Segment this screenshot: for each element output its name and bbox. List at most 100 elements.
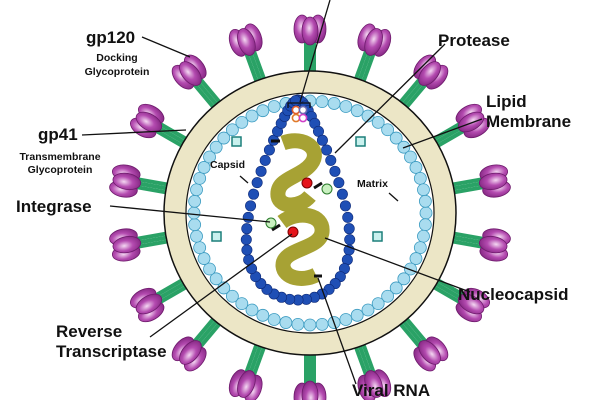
capsid-bead [342, 211, 354, 223]
capsid-bead [333, 177, 345, 189]
gp120-lobe [112, 235, 142, 254]
matrix-bead [409, 252, 423, 265]
capsid-bead [316, 134, 328, 146]
matrix-bead [404, 262, 417, 276]
label-gp120-sub2: Glycoprotein [85, 66, 150, 78]
gp120-head [109, 164, 142, 198]
gp120-head [293, 14, 327, 46]
leader-lipid-membrane [402, 118, 483, 149]
label-gp41-sub2: Glycoprotein [28, 164, 93, 176]
matrix-bead [225, 289, 239, 303]
matrix-bead [197, 161, 211, 174]
matrix-bead [256, 104, 270, 118]
gp120-head [413, 336, 449, 372]
matrix-bead [397, 272, 411, 286]
matrix-bead [418, 194, 432, 208]
matrix-bead [256, 308, 270, 322]
capsid-bead [339, 200, 351, 212]
leader-integrase [109, 205, 271, 223]
matrix-bead [350, 308, 364, 322]
matrix-bead [267, 313, 281, 326]
capsid-bead [336, 188, 348, 200]
gp120-head [455, 287, 490, 323]
gp120-lobe [478, 172, 508, 191]
gp120-lobe [179, 340, 202, 365]
protease-molecule [298, 105, 308, 115]
matrix-bead [413, 241, 427, 255]
matrix-proteins [211, 136, 383, 242]
gp120-head [357, 23, 392, 57]
matrix-bead [217, 131, 231, 145]
capsid-bead [343, 223, 355, 235]
label-integrase: Integrase [16, 197, 92, 216]
matrix-bead [235, 297, 249, 311]
leader-top [299, 0, 331, 103]
label-matrix: Matrix [357, 178, 388, 190]
matrix-bead [188, 194, 202, 208]
matrix-bead [209, 140, 223, 154]
matrix-protein [372, 231, 383, 242]
matrix-bead [187, 206, 201, 220]
integrase-molecule [321, 183, 333, 195]
matrix-bead [303, 318, 317, 332]
glycoprotein-spike [293, 347, 327, 400]
matrix-bead [279, 316, 293, 329]
matrix-bead [193, 241, 207, 255]
capsid-bead [290, 95, 302, 107]
capsid-bead [344, 234, 356, 246]
gp120-lobe [364, 28, 383, 56]
matrix-bead [361, 303, 375, 317]
protease-molecule [298, 113, 308, 123]
viral-rna-strands [270, 133, 330, 286]
gp120-head [478, 164, 511, 198]
gp120-lobe [418, 340, 441, 365]
gp120-head [413, 54, 449, 90]
glycoprotein-spike [444, 164, 511, 198]
matrix-bead [245, 109, 259, 123]
capsid-bead [325, 154, 337, 166]
matrix-bead [225, 123, 239, 137]
glycoprotein-spike [228, 23, 269, 90]
gp120-lobe [135, 111, 163, 133]
matrix-bead [190, 183, 203, 197]
gp120-lobe [364, 370, 383, 398]
matrix-bead [417, 183, 430, 197]
leader-viral-rna [317, 277, 357, 385]
gp120-lobe [301, 16, 319, 46]
gp120-lobe [112, 172, 142, 191]
gp120-head [478, 228, 511, 262]
matrix-bead [193, 171, 207, 185]
matrix-bead [339, 313, 353, 326]
capsid-bead [255, 165, 267, 177]
matrix-bead [381, 123, 395, 137]
capsid-bead [259, 154, 271, 166]
capsid-bead [248, 188, 260, 200]
matrix-protein [211, 231, 222, 242]
matrix-bead [203, 150, 216, 164]
label-gp41: gp41 [38, 125, 78, 144]
label-protease: Protease [438, 31, 510, 50]
matrix-bead [413, 171, 427, 185]
matrix-bead [315, 95, 329, 109]
matrix-bead [350, 104, 364, 118]
rna-strand-1 [270, 133, 322, 213]
rna-tag [271, 223, 281, 232]
matrix-bead [381, 289, 395, 303]
capsid-bead [263, 144, 275, 156]
gp120-head [130, 287, 165, 323]
gp120-lobe [478, 235, 508, 254]
gp120-head [171, 336, 207, 372]
gp120-lobe [457, 293, 485, 315]
matrix-bead [197, 252, 211, 265]
capsid-bead [251, 177, 263, 189]
matrix-bead [190, 229, 203, 243]
label-gp41-sub1: Transmembrane [19, 151, 100, 163]
rna-tag [313, 181, 323, 190]
gp120-lobe [135, 293, 163, 315]
matrix-protein [231, 136, 242, 147]
label-gp120: gp120 [86, 28, 135, 47]
matrix-bead [188, 218, 202, 232]
gp120-lobe [179, 61, 202, 86]
label-gp120-sub1: Docking [96, 52, 137, 64]
